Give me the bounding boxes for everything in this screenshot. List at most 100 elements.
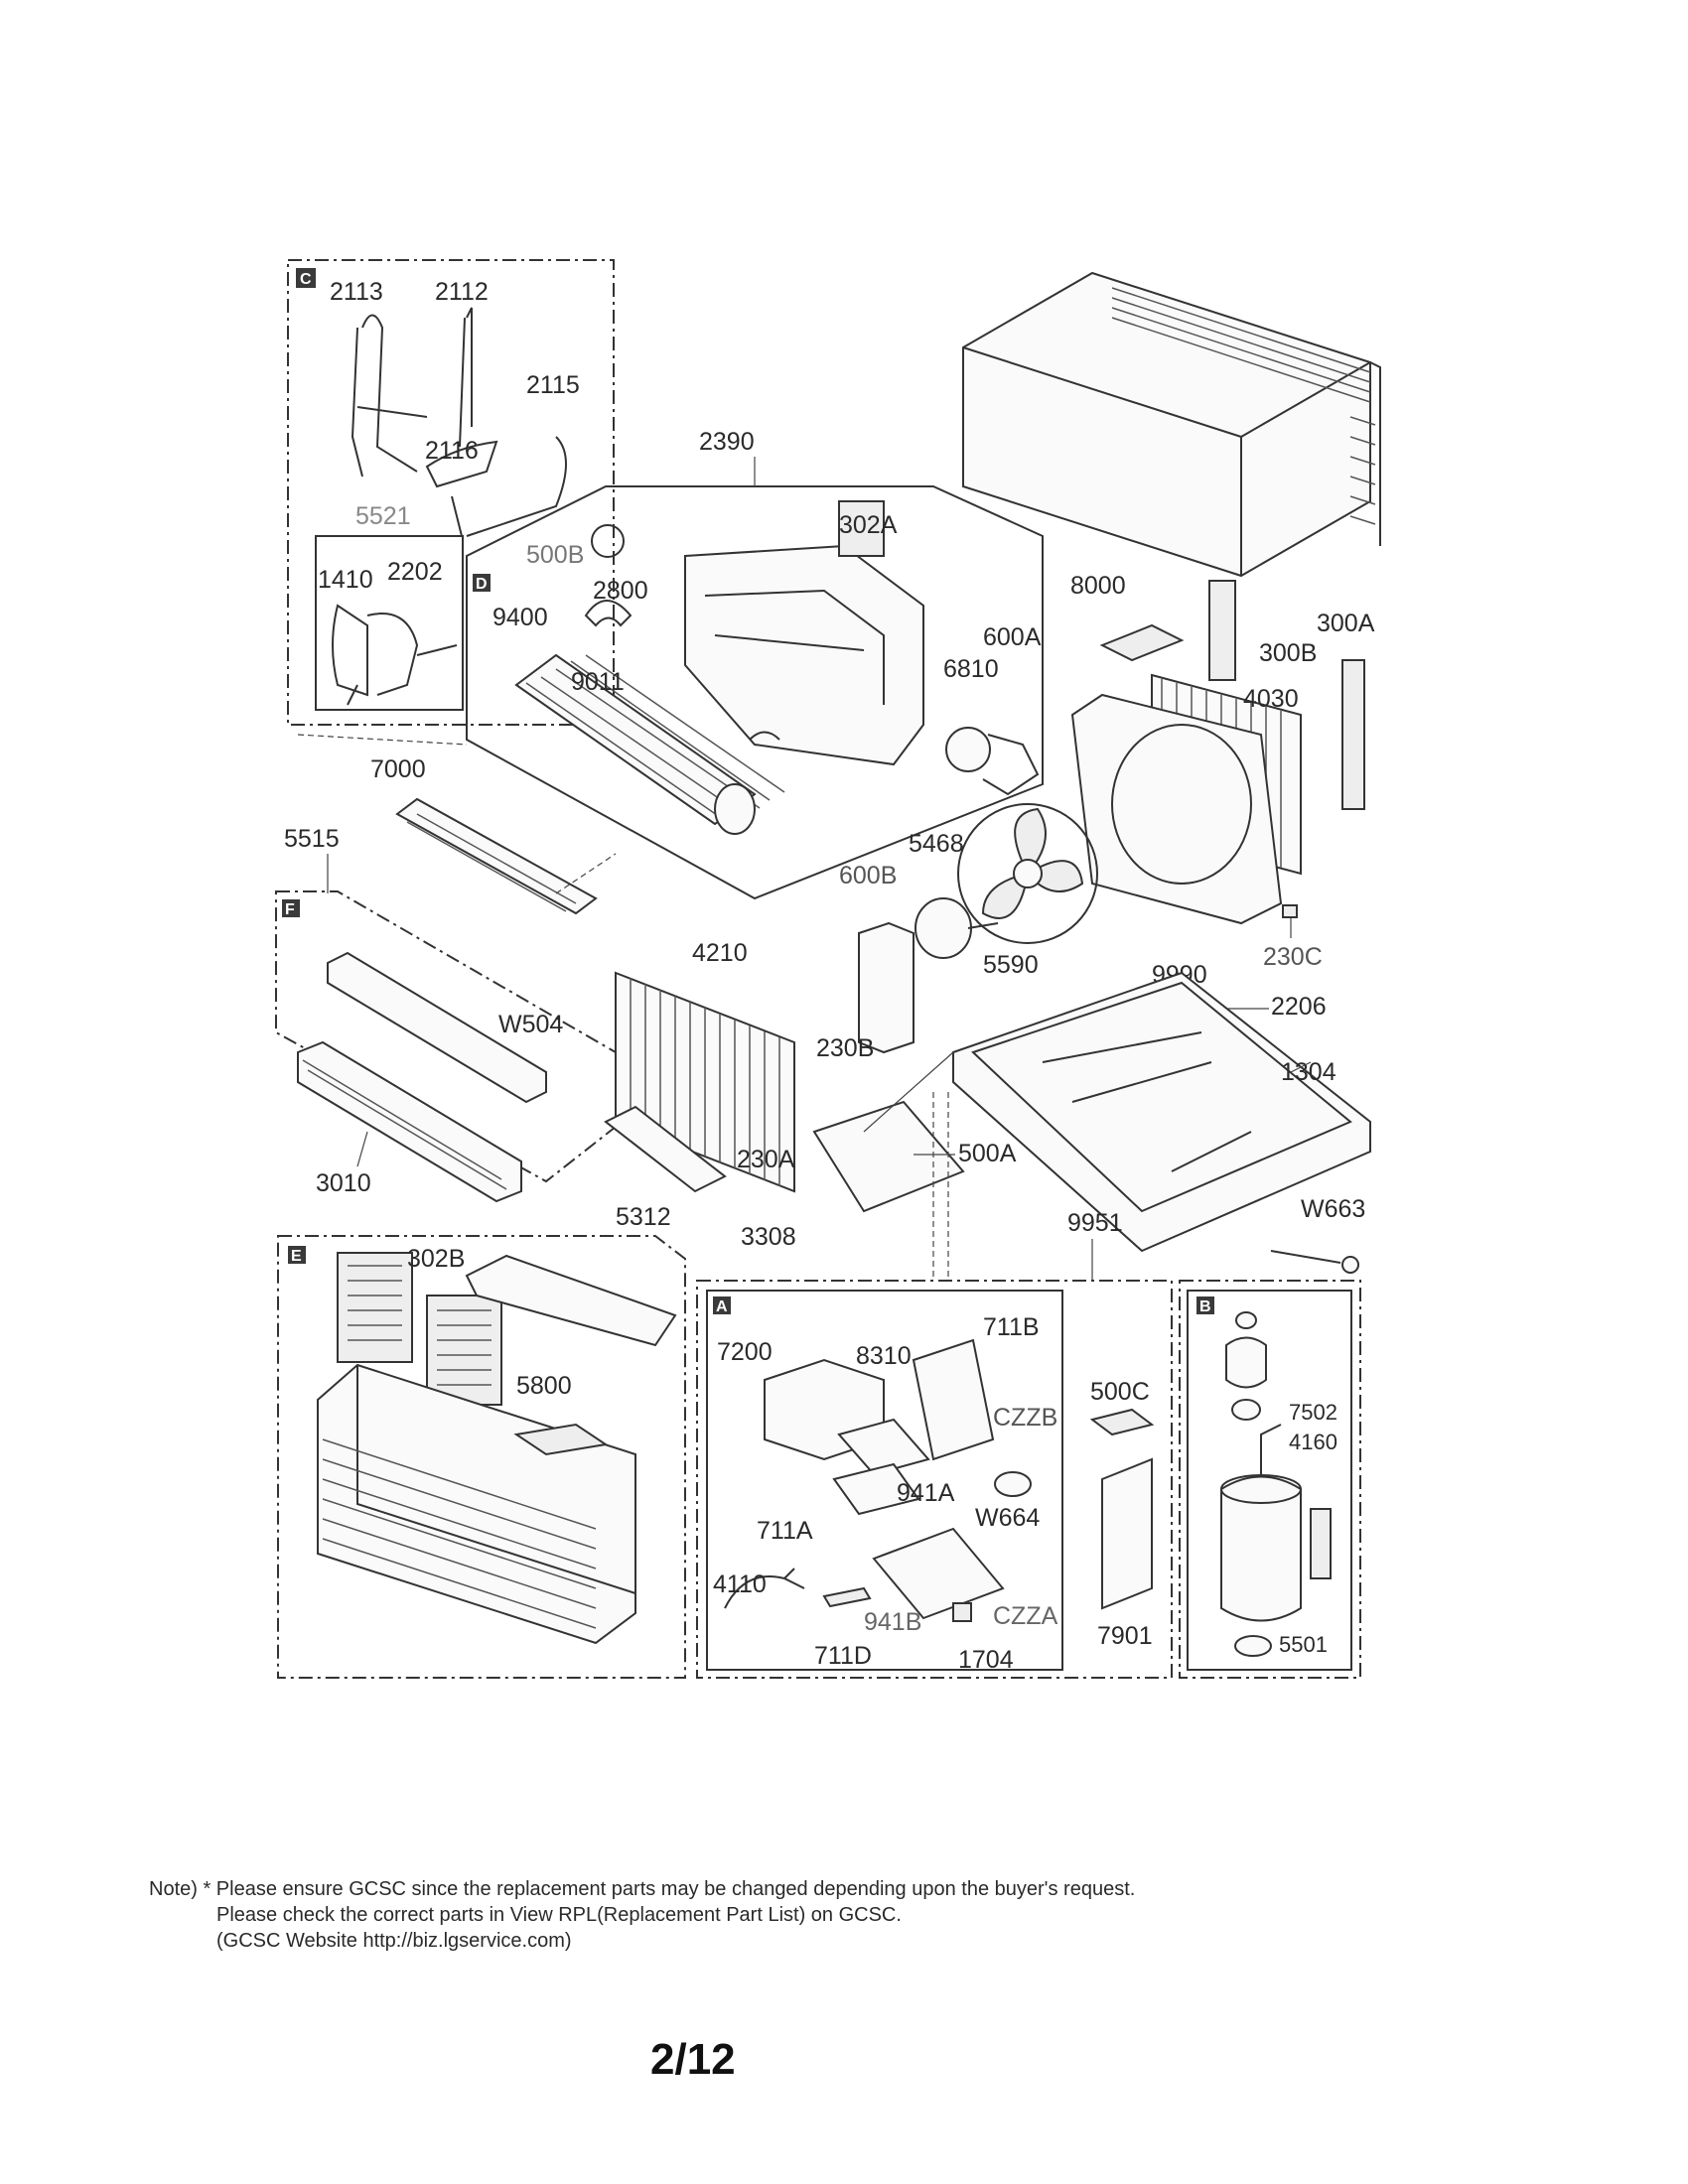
filter-302b-left (337, 1252, 413, 1363)
replacement-note: Note) * Please ensure GCSC since the rep… (149, 1876, 1440, 1954)
note-line-2: Please check the correct parts in View R… (216, 1904, 902, 1926)
section-b-badge: B (1196, 1297, 1214, 1315)
outer-cabinet (962, 271, 1381, 578)
label-7200: 7200 (717, 1338, 773, 1366)
label-5312: 5312 (616, 1203, 671, 1231)
label-5800: 5800 (516, 1372, 572, 1400)
capacitor-czzb (994, 1471, 1032, 1497)
label-w504: W504 (498, 1011, 563, 1038)
label-1304: 1304 (1281, 1058, 1336, 1086)
label-czza: CZZA (993, 1602, 1058, 1630)
label-941a: 941A (897, 1479, 955, 1507)
label-230b: 230B (816, 1034, 874, 1062)
base-pan-1304 (952, 971, 1371, 1253)
part-300a (1341, 659, 1365, 810)
heater-cover-w504 (327, 951, 547, 1104)
valve-1410 (332, 604, 419, 697)
label-2800: 2800 (593, 577, 648, 605)
label-1410: 1410 (318, 566, 373, 594)
pcb-711a (832, 1462, 920, 1516)
label-5468: 5468 (909, 830, 964, 858)
label-500b: 500B (526, 541, 584, 569)
label-7000: 7000 (370, 755, 426, 783)
section-e-badge: E (288, 1246, 306, 1265)
part-711d (822, 1586, 872, 1608)
label-2115: 2115 (526, 371, 580, 399)
label-230a: 230A (737, 1146, 795, 1173)
board-8310 (837, 1418, 930, 1476)
label-7901: 7901 (1097, 1622, 1153, 1650)
label-230c: 230C (1263, 943, 1323, 971)
note-line-3: (GCSC Website http://biz.lgservice.com) (216, 1930, 572, 1952)
part-5800 (513, 1423, 609, 1456)
label-600a: 600A (983, 623, 1042, 651)
cross-flow-fan-9011 (514, 653, 785, 835)
label-2202: 2202 (387, 558, 443, 586)
label-3308: 3308 (741, 1223, 796, 1251)
label-711b: 711B (983, 1313, 1040, 1341)
label-600b: 600B (839, 862, 897, 889)
label-941b: 941B (864, 1608, 921, 1636)
label-w663: W663 (1301, 1195, 1365, 1223)
front-panel (317, 1363, 636, 1645)
section-f: F (275, 890, 617, 1203)
label-5501: 5501 (1279, 1632, 1328, 1657)
label-8000: 8000 (1070, 572, 1126, 600)
section-c-badge: C (296, 268, 316, 288)
mount-5501 (1234, 1635, 1272, 1657)
capacitor-box-600b (858, 921, 914, 1054)
tube-2115 (466, 436, 567, 537)
filter-302a (838, 500, 885, 557)
section-f-badge: F (282, 899, 300, 918)
section-c: C 2113 2112 2115 2116 5521 1410 2202 (287, 259, 615, 726)
note-line-1: Note) * Please ensure GCSC since the rep… (149, 1878, 1136, 1900)
blower-motor-600a (945, 727, 1040, 796)
svg-text:C: C (300, 271, 312, 288)
section-b: B (1179, 1280, 1361, 1679)
label-2390: 2390 (699, 428, 755, 456)
part-300b (1208, 580, 1236, 681)
label-302a: 302A (839, 511, 898, 539)
svg-text:E: E (291, 1248, 302, 1265)
wire-w663 (1270, 1250, 1341, 1264)
drain-pan-3308 (812, 1100, 965, 1213)
label-8310: 8310 (856, 1342, 912, 1370)
label-2116: 2116 (425, 437, 479, 465)
bracket-1704 (872, 1527, 1005, 1620)
louver-5312 (465, 1254, 677, 1347)
harness-4110 (724, 1568, 805, 1609)
svg-text:F: F (285, 901, 295, 918)
label-711d: 711D (814, 1642, 872, 1670)
label-w664: W664 (975, 1504, 1040, 1532)
fan-motor-5468 (914, 897, 999, 959)
label-711a: 711A (757, 1517, 813, 1545)
tube-2113 (351, 314, 418, 478)
section-a: A (696, 1280, 1173, 1679)
section-e: E (277, 1235, 686, 1679)
filter-302b-right (426, 1295, 502, 1406)
label-5515: 5515 (284, 825, 340, 853)
label-500c: 500C (1090, 1378, 1150, 1406)
label-300b: 300B (1259, 639, 1317, 667)
condenser-fan-5590 (957, 803, 1098, 944)
grille-7000 (395, 797, 598, 915)
label-9400: 9400 (492, 604, 548, 631)
label-9011: 9011 (571, 668, 625, 696)
label-500a: 500A (958, 1140, 1017, 1167)
label-1704: 1704 (958, 1646, 1014, 1674)
bracket-8000 (1099, 623, 1185, 662)
tube-2112 (459, 307, 473, 448)
heater-3010 (297, 1040, 522, 1203)
tube-2116 (425, 440, 498, 488)
section-d-badge: D (473, 574, 491, 593)
bracket-7901 (1101, 1457, 1153, 1610)
label-4210: 4210 (692, 939, 748, 967)
svg-text:D: D (476, 576, 488, 593)
part-500c (1089, 1408, 1155, 1436)
svg-text:B: B (1199, 1298, 1211, 1315)
compressor-4160 (1220, 1424, 1332, 1622)
label-4030: 4030 (1243, 685, 1299, 713)
part-500b (591, 524, 625, 558)
label-300a: 300A (1317, 610, 1375, 637)
